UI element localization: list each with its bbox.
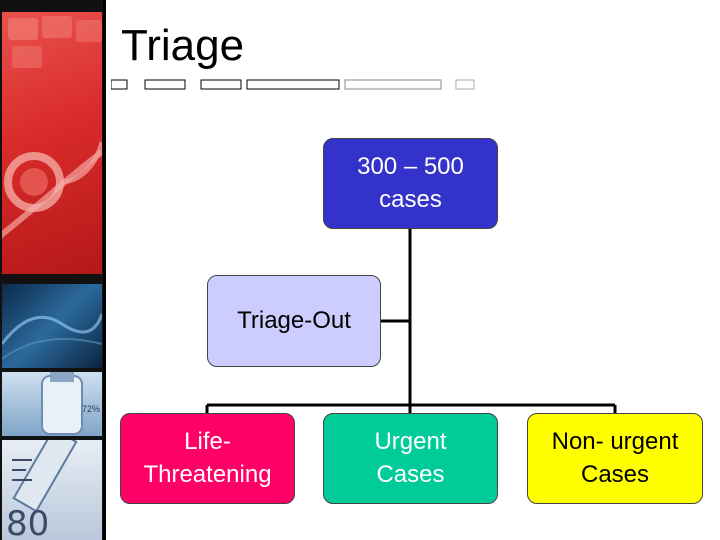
node-urgent-cases-label: Urgent Cases [374, 428, 447, 488]
stethoscope-drawing [2, 16, 102, 239]
node-triage-out: Triage-Out [207, 275, 381, 367]
node-non-urgent-cases: Non- urgent Cases [527, 413, 703, 504]
node-total-cases: 300 – 500 cases [323, 138, 498, 229]
page-title: Triage [121, 21, 245, 70]
scale-number: 80 [6, 504, 50, 540]
node-non-urgent-cases-label: Non- urgent Cases [551, 428, 679, 488]
vial-image: 72% [2, 372, 102, 436]
scan-image [2, 284, 102, 368]
stethoscope-image [2, 12, 102, 274]
node-triage-out-label: Triage-Out [237, 306, 351, 334]
syringe-image: 80 [2, 440, 102, 540]
node-life-threatening: Life- Threatening [120, 413, 295, 504]
node-urgent-cases: Urgent Cases [323, 413, 498, 504]
node-life-threatening-label: Life- Threatening [143, 428, 272, 488]
decorative-sidebar: 72% 80 [0, 0, 106, 540]
node-total-cases-label: 300 – 500 cases [357, 153, 464, 213]
vial-label: 72% [82, 404, 101, 414]
title-underline-pattern [111, 79, 475, 90]
